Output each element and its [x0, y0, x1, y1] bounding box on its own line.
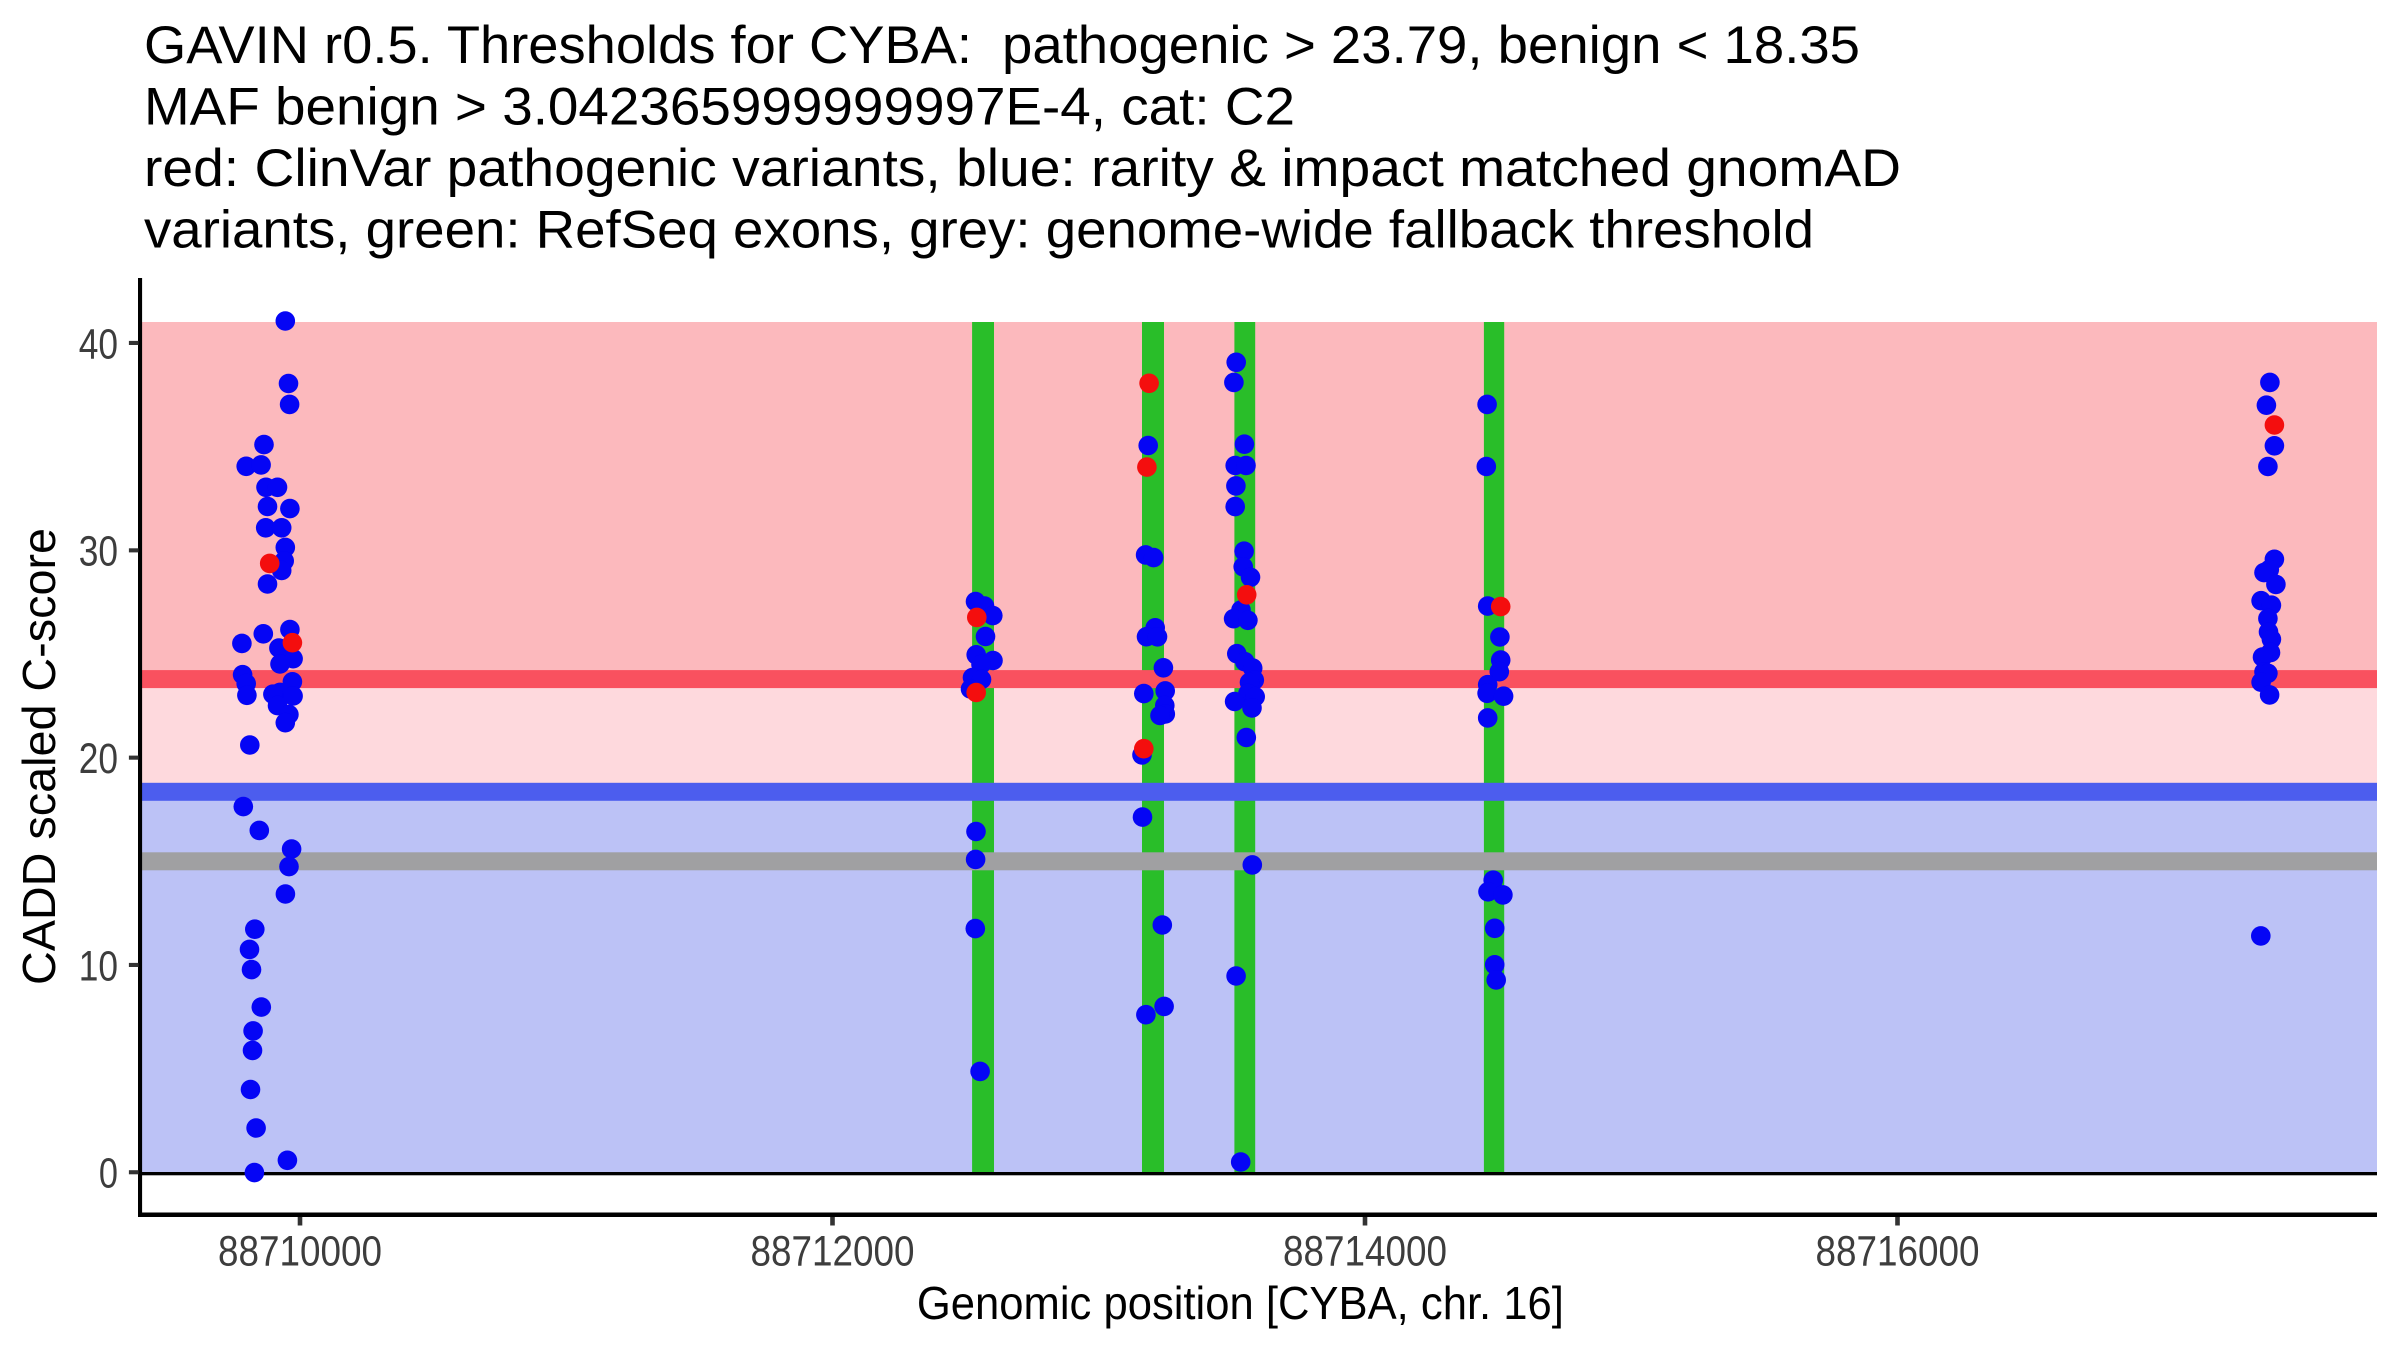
svg-text:20: 20 [79, 735, 118, 783]
svg-text:GAVIN r0.5. Thresholds for CYB: GAVIN r0.5. Thresholds for CYBA: [144, 16, 972, 75]
svg-text:0: 0 [99, 1150, 118, 1198]
svg-text:Genomic position [CYBA, chr. 1: Genomic position [CYBA, chr. 16] [917, 1277, 1564, 1329]
svg-text:88712000: 88712000 [751, 1227, 915, 1275]
svg-text:red: ClinVar pathogenic varian: red: ClinVar pathogenic variants, blue: … [144, 139, 1901, 198]
svg-text:10: 10 [79, 942, 118, 990]
svg-text:88714000: 88714000 [1283, 1227, 1447, 1275]
svg-text:variants, green: RefSeq exons,: variants, green: RefSeq exons, grey: gen… [144, 201, 1814, 260]
svg-text:CADD scaled C-score: CADD scaled C-score [13, 528, 65, 985]
svg-text:88716000: 88716000 [1816, 1227, 1980, 1275]
svg-text:88710000: 88710000 [218, 1227, 382, 1275]
svg-text:40: 40 [79, 320, 118, 368]
svg-text:30: 30 [79, 528, 118, 576]
svg-text:MAF benign > 3.042365999999997: MAF benign > 3.042365999999997E-4, cat: … [144, 78, 1295, 137]
svg-text:pathogenic > 23.79, benign < 1: pathogenic > 23.79, benign < 18.35 [1002, 16, 1860, 75]
